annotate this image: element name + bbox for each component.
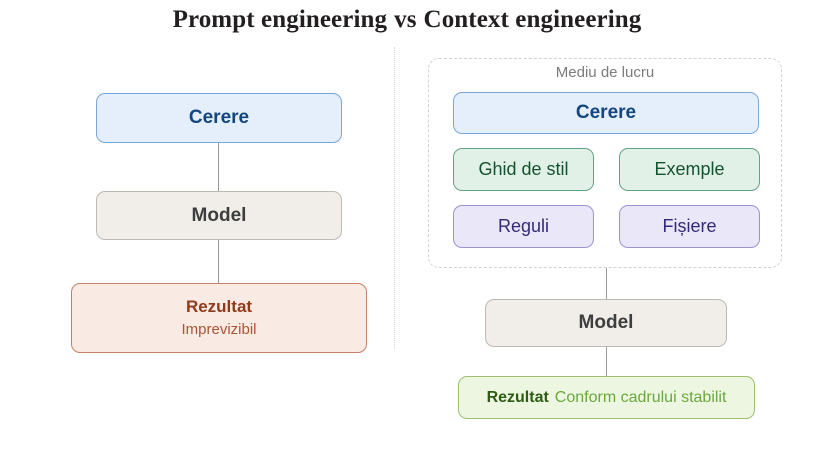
title-left-term: Prompt engineering — [172, 6, 388, 33]
title-right-term: Context engineering — [423, 6, 642, 33]
left-result-box: Rezultat Imprevizibil — [71, 283, 367, 353]
left-request-label: Cerere — [188, 107, 250, 129]
right-request-box: Cerere — [453, 92, 759, 134]
context-item-label: Reguli — [497, 215, 550, 236]
title-separator: vs — [394, 6, 417, 33]
right-model-label: Model — [578, 312, 634, 334]
context-item-label: Ghid de stil — [478, 158, 569, 179]
left-model-label: Model — [191, 204, 247, 226]
column-divider — [394, 47, 395, 349]
left-connector-request-to-model — [218, 143, 219, 191]
context-item-style-guide: Ghid de stil — [453, 148, 594, 191]
right-request-label: Cerere — [575, 102, 637, 124]
left-connector-model-to-result — [218, 240, 219, 283]
right-result-box: Rezultat Conform cadrului stabilit — [458, 376, 755, 419]
left-result-heading: Rezultat — [185, 296, 253, 316]
left-model-box: Model — [96, 191, 342, 240]
right-connector-env-to-model — [606, 268, 607, 299]
context-item-rules: Reguli — [453, 205, 594, 248]
context-item-examples: Exemple — [619, 148, 760, 191]
left-result-subtext: Imprevizibil — [181, 320, 257, 338]
right-connector-model-to-result — [606, 347, 607, 376]
right-model-box: Model — [485, 299, 727, 347]
context-item-label: Fișiere — [662, 215, 717, 236]
context-item-files: Fișiere — [619, 205, 760, 248]
context-item-label: Exemple — [654, 158, 725, 179]
right-result-subtext: Conform cadrului stabilit — [554, 388, 727, 406]
left-request-box: Cerere — [96, 93, 342, 143]
right-result-heading: Rezultat — [486, 388, 549, 406]
environment-panel-title: Mediu de lucru — [555, 64, 655, 81]
